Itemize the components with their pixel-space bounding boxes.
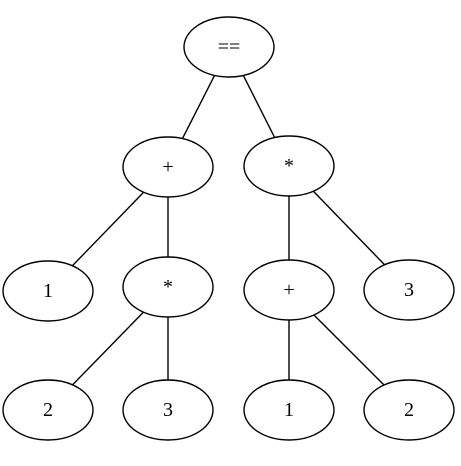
node-ellipse (2, 379, 94, 441)
node-ellipse (243, 135, 335, 197)
node-one-left: 1 (2, 260, 94, 322)
node-label: 3 (404, 279, 414, 301)
node-label: * (163, 276, 173, 298)
node-label: 1 (43, 280, 53, 302)
edge-root-to-plus-left (181, 75, 216, 139)
node-label: 2 (404, 399, 414, 421)
node-ellipse (122, 379, 214, 441)
node-ellipse (2, 260, 94, 322)
node-label: 2 (43, 399, 53, 421)
node-root: == (183, 16, 275, 78)
node-ellipse (243, 379, 335, 441)
edge-times-right-to-three-right (312, 190, 386, 266)
edge-plus-right-to-two-right (313, 314, 385, 386)
node-one-right: 1 (243, 379, 335, 441)
node-label: 3 (163, 399, 173, 421)
tree-nodes: == + * 1 * +3 2 3 1 2 (2, 16, 455, 441)
node-ellipse (183, 16, 275, 78)
node-label: * (284, 155, 294, 177)
node-two-right: 2 (363, 379, 455, 441)
node-ellipse (122, 256, 214, 318)
tree-edges (71, 75, 386, 386)
node-label: + (162, 156, 173, 178)
node-ellipse (363, 259, 455, 321)
node-ellipse (243, 259, 335, 321)
node-plus-right: + (243, 259, 335, 321)
node-three-left: 3 (122, 379, 214, 441)
node-two-left: 2 (2, 379, 94, 441)
node-ellipse (363, 379, 455, 441)
edge-root-to-times-right (242, 75, 276, 138)
node-ellipse (122, 136, 214, 198)
node-times-right: * (243, 135, 335, 197)
node-label: == (218, 36, 241, 58)
node-plus-left: + (122, 136, 214, 198)
node-label: + (283, 279, 294, 301)
node-three-right: 3 (363, 259, 455, 321)
edge-times-left-to-two-left (72, 311, 144, 386)
node-times-left: * (122, 256, 214, 318)
node-label: 1 (284, 399, 294, 421)
edge-plus-left-to-one-left (71, 191, 145, 267)
